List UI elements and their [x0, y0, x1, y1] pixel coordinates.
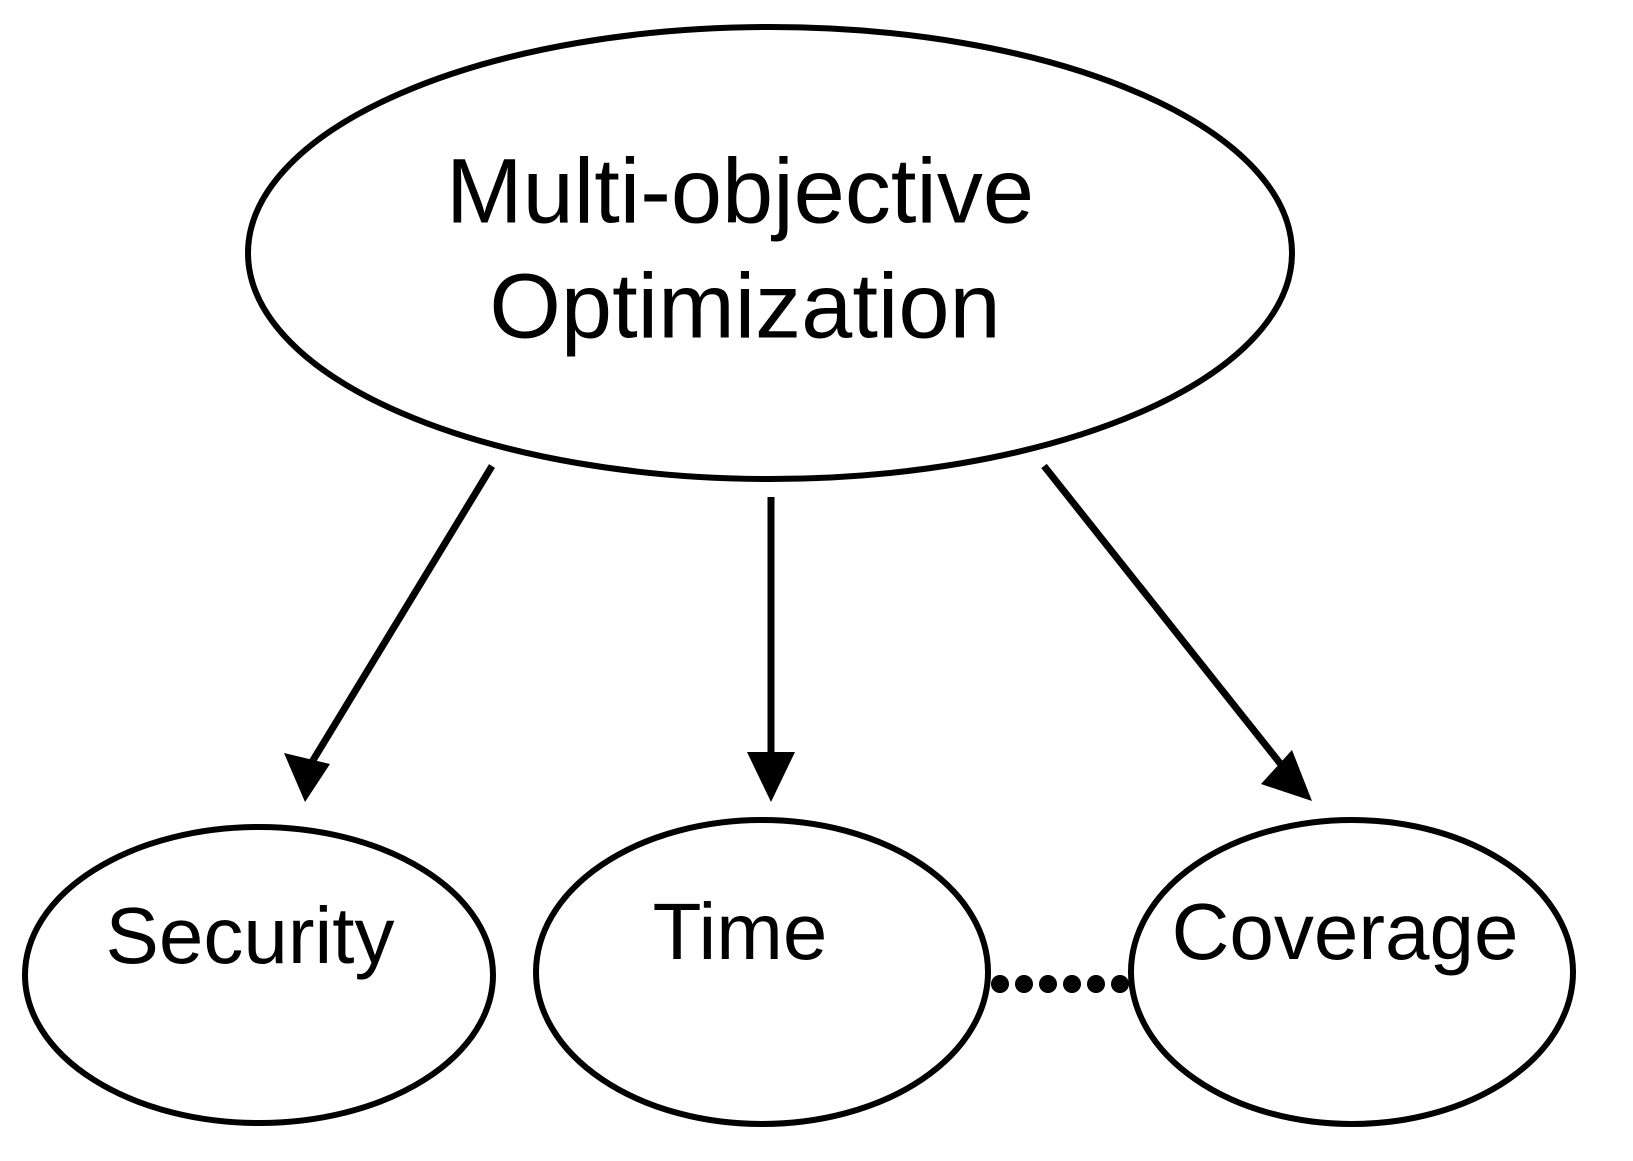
node-root[interactable]: Multi-objective Optimization [245, 24, 1295, 482]
edge-root-security-arrowhead [284, 753, 330, 802]
ellipsis-dot-1 [991, 975, 1009, 993]
ellipsis-dot-5 [1087, 975, 1105, 993]
node-security[interactable]: Security [22, 824, 496, 1126]
time-ellipse-shape [533, 817, 991, 1127]
ellipsis-continuation [991, 975, 1129, 993]
edge-root-to-coverage [1041, 463, 1312, 801]
ellipsis-dot-6 [1111, 975, 1129, 993]
edge-root-to-time [747, 497, 795, 802]
edge-root-coverage-line [1041, 463, 1286, 770]
ellipsis-dot-2 [1015, 975, 1033, 993]
coverage-ellipse-shape [1128, 817, 1576, 1127]
coverage-label: Coverage [1172, 887, 1519, 976]
edge-root-coverage-arrowhead [1261, 750, 1312, 801]
edge-root-security-line [309, 464, 495, 764]
security-label: Security [106, 891, 395, 980]
root-ellipse-shape [245, 24, 1295, 482]
root-label-line2: Optimization [489, 255, 1000, 357]
node-time[interactable]: Time [533, 817, 991, 1127]
ellipsis-dot-3 [1039, 975, 1057, 993]
time-label: Time [653, 887, 828, 976]
ellipsis-dot-4 [1063, 975, 1081, 993]
node-coverage[interactable]: Coverage [1128, 817, 1576, 1127]
root-label-line1: Multi-objective [446, 140, 1034, 242]
security-ellipse-shape [22, 824, 496, 1126]
edge-root-to-security [284, 464, 495, 802]
edge-root-time-arrowhead [747, 752, 795, 802]
